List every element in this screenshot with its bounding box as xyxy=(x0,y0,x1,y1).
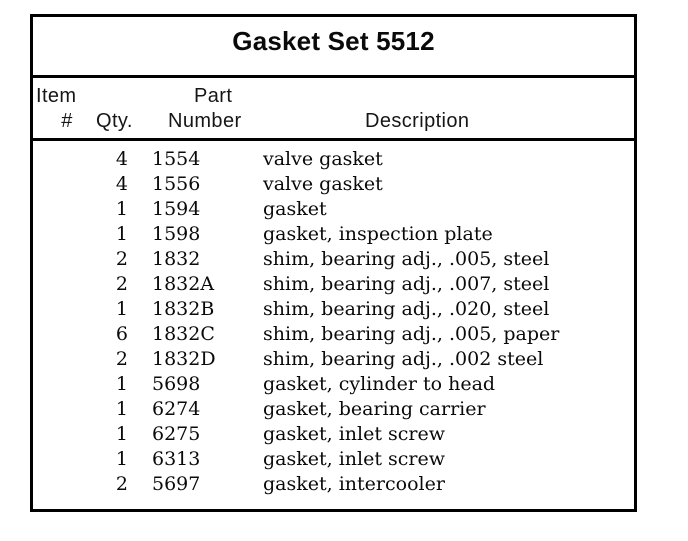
qty-cell: 2 xyxy=(115,473,128,495)
part-number-cell: 1832B xyxy=(152,298,215,320)
description-cell: gasket, inspection plate xyxy=(263,223,493,245)
col-header-description: Description xyxy=(365,110,470,132)
qty-cell: 1 xyxy=(115,423,128,445)
description-cell: shim, bearing adj., .020, steel xyxy=(263,298,550,320)
description-cell: shim, bearing adj., .007, steel xyxy=(263,273,550,295)
qty-cell: 1 xyxy=(115,223,128,245)
part-number-cell: 1832C xyxy=(152,323,215,345)
part-number-cell: 1598 xyxy=(152,223,201,245)
item-number-cell xyxy=(33,297,95,322)
table-row: 1 1598 gasket, inspection plate xyxy=(33,222,634,247)
item-number-cell xyxy=(33,272,95,297)
table-row: 2 1832A shim, bearing adj., .007, steel xyxy=(33,272,634,297)
qty-cell: 2 xyxy=(115,348,128,370)
table-row: 1 6275 gasket, inlet screw xyxy=(33,422,634,447)
part-number-cell: 1832A xyxy=(152,273,215,295)
item-number-cell xyxy=(33,372,95,397)
table-title: Gasket Set 5512 xyxy=(232,26,435,56)
col-header-item-hash: # xyxy=(61,110,73,132)
part-number-cell: 1832 xyxy=(152,248,201,270)
qty-cell: 2 xyxy=(115,248,128,270)
table-row: 2 5697 gasket, intercooler xyxy=(33,472,634,497)
table-row: 1 1832B shim, bearing adj., .020, steel xyxy=(33,297,634,322)
table-row: 2 1832 shim, bearing adj., .005, steel xyxy=(33,247,634,272)
item-number-cell xyxy=(33,397,95,422)
item-number-cell xyxy=(33,197,95,222)
qty-cell: 1 xyxy=(115,398,128,420)
item-number-cell xyxy=(33,172,95,197)
part-number-cell: 6275 xyxy=(152,423,201,445)
part-number-cell: 6274 xyxy=(152,398,201,420)
table-row: 1 6274 gasket, bearing carrier xyxy=(33,397,634,422)
description-cell: gasket, inlet screw xyxy=(263,423,446,445)
table-row: 1 6313 gasket, inlet screw xyxy=(33,447,634,472)
description-cell: gasket, intercooler xyxy=(263,473,445,495)
table-row: 1 5698 gasket, cylinder to head xyxy=(33,372,634,397)
item-number-cell xyxy=(33,247,95,272)
col-header-part: Part xyxy=(194,85,233,107)
qty-cell: 4 xyxy=(115,173,128,195)
description-cell: gasket, inlet screw xyxy=(263,448,446,470)
description-cell: valve gasket xyxy=(263,173,383,195)
table-row: 2 1832D shim, bearing adj., .002 steel xyxy=(33,347,634,372)
item-number-cell xyxy=(33,422,95,447)
qty-cell: 4 xyxy=(115,148,128,170)
col-header-qty: Qty. xyxy=(96,110,133,132)
col-header-item: Item xyxy=(36,85,77,107)
table-row: 4 1554 valve gasket xyxy=(33,147,634,172)
item-number-cell xyxy=(33,322,95,347)
part-number-cell: 1556 xyxy=(152,173,201,195)
part-number-cell: 1594 xyxy=(152,198,201,220)
item-number-cell xyxy=(33,447,95,472)
table-title-section: Gasket Set 5512 xyxy=(33,17,634,78)
part-number-cell: 6313 xyxy=(152,448,201,470)
qty-cell: 6 xyxy=(115,323,128,345)
description-cell: gasket xyxy=(263,198,327,220)
item-number-cell xyxy=(33,147,95,172)
item-number-cell xyxy=(33,472,95,497)
qty-cell: 1 xyxy=(115,298,128,320)
description-cell: gasket, cylinder to head xyxy=(263,373,496,395)
qty-cell: 1 xyxy=(115,198,128,220)
qty-cell: 2 xyxy=(115,273,128,295)
part-number-cell: 5697 xyxy=(152,473,201,495)
part-number-cell: 5698 xyxy=(152,373,201,395)
table-row: 6 1832C shim, bearing adj., .005, paper xyxy=(33,322,634,347)
table-body: 4 1554 valve gasket 4 1556 valve gasket … xyxy=(33,141,634,497)
item-number-cell xyxy=(33,347,95,372)
qty-cell: 1 xyxy=(115,448,128,470)
part-number-cell: 1554 xyxy=(152,148,201,170)
col-header-part-number: Number xyxy=(168,110,242,132)
description-cell: valve gasket xyxy=(263,148,383,170)
table-column-headers: Item # Qty. Part Number Description xyxy=(33,78,634,141)
item-number-cell xyxy=(33,222,95,247)
description-cell: shim, bearing adj., .005, paper xyxy=(263,323,560,345)
description-cell: shim, bearing adj., .002 steel xyxy=(263,348,544,370)
table-row: 4 1556 valve gasket xyxy=(33,172,634,197)
description-cell: shim, bearing adj., .005, steel xyxy=(263,248,550,270)
part-number-cell: 1832D xyxy=(152,348,216,370)
qty-cell: 1 xyxy=(115,373,128,395)
description-cell: gasket, bearing carrier xyxy=(263,398,486,420)
table-row: 1 1594 gasket xyxy=(33,197,634,222)
gasket-set-parts-table: Gasket Set 5512 Item # Qty. Part Number … xyxy=(30,14,637,512)
